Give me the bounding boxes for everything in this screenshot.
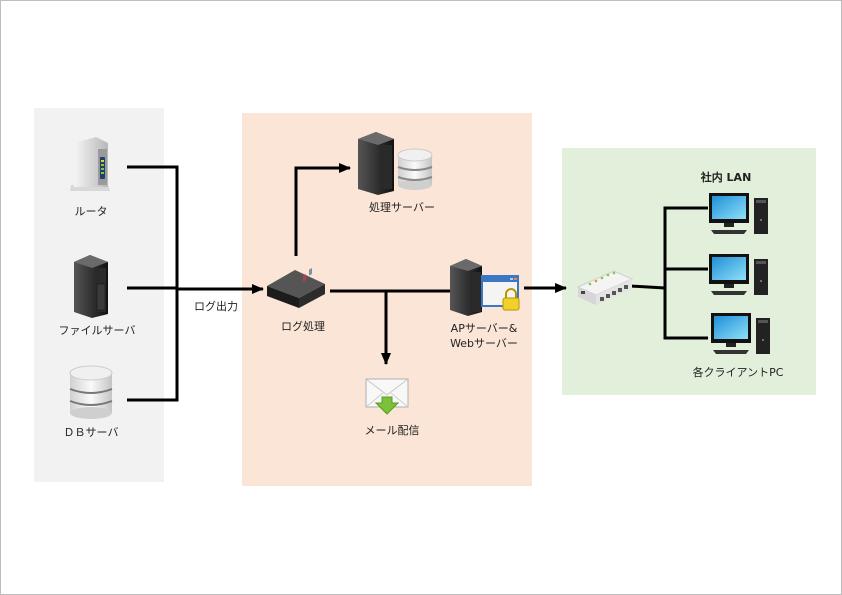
server-tower-icon	[74, 255, 108, 318]
desktop-pc-icon	[709, 193, 768, 234]
database-icon	[69, 365, 113, 419]
desktop-pc-icon	[711, 313, 770, 354]
mail-delivery-label: メール配信	[364, 424, 420, 437]
edge-db-server	[127, 288, 179, 402]
desktop-pc-icon	[709, 254, 768, 295]
edge-router	[127, 165, 179, 290]
edge-switch-to-bus	[629, 284, 666, 290]
server-with-secure-window-icon	[450, 259, 520, 316]
file-server-label: ファイルサーバ	[58, 324, 136, 337]
network-switch-icon	[576, 270, 634, 305]
mail-download-icon	[365, 378, 409, 415]
router-icon	[70, 137, 110, 191]
edge-to-processing-server	[294, 163, 351, 256]
server-with-database-icon	[358, 132, 433, 195]
log-processing-label: ログ処理	[281, 320, 325, 333]
db-server-label: ＤＢサーバ	[63, 426, 119, 439]
client-pcs-label: 各クライアントPC	[692, 366, 784, 379]
edge-client-pc-1	[663, 206, 708, 340]
internal-lan-group	[562, 148, 816, 395]
log-output-edge-label: ログ出力	[194, 300, 238, 313]
router-label: ルータ	[74, 205, 108, 218]
lan-group-title: 社内 LAN	[700, 171, 752, 184]
ap-web-server-label: APサーバー& Webサーバー	[450, 322, 518, 350]
processing-server-label: 処理サーバー	[369, 201, 435, 214]
server-rack-icon	[267, 268, 325, 308]
